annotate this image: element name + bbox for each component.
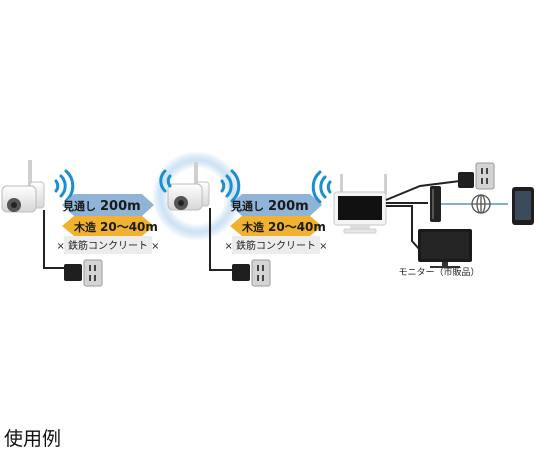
camera-2-power-adapter-icon — [232, 259, 271, 287]
wood-arrow-1: 木造 20～40m — [62, 216, 158, 236]
camera-1-wifi-icon — [54, 169, 75, 203]
camera-1-power-adapter-icon — [64, 259, 103, 287]
line-of-sight-arrow-1: 見通し 200m — [62, 194, 154, 216]
line-of-sight-label-2: 見通し — [230, 200, 264, 213]
recorder-power-adapter-icon — [458, 162, 495, 190]
camera-1-icon — [1, 160, 45, 213]
tv-monitor-icon — [418, 229, 472, 268]
line-of-sight-arrow-2: 見通し 200m — [230, 194, 322, 216]
wood-label-1: 木造 — [73, 220, 97, 234]
wood-value-2: 20～40m — [268, 220, 326, 234]
monitor-label: モニター（市販品） — [398, 266, 479, 278]
wood-arrow-2: 木造 20～40m — [230, 216, 326, 236]
concrete-note-2: × 鉄筋コンクリート × — [224, 239, 327, 252]
smartphone-icon — [512, 187, 534, 225]
line-of-sight-label-1: 見通し — [62, 200, 96, 213]
caption: 使用例 — [4, 428, 62, 450]
router-icon — [430, 186, 441, 222]
wood-label-2: 木造 — [241, 220, 265, 234]
camera-2-wifi-left-icon — [159, 169, 172, 193]
line-of-sight-value-2: 200m — [268, 199, 309, 214]
line-of-sight-value-1: 200m — [100, 199, 141, 214]
wood-value-1: 20～40m — [100, 220, 158, 234]
recorder-monitor-icon — [333, 174, 387, 234]
camera-2-relay-icon — [167, 162, 210, 211]
concrete-box-1 — [64, 236, 152, 254]
concrete-box-2 — [232, 236, 320, 254]
globe-internet-icon — [471, 194, 491, 214]
concrete-note-1: × 鉄筋コンクリート × — [56, 239, 159, 252]
recorder-wifi-icon — [311, 170, 332, 204]
camera-2-wifi-right-icon — [220, 169, 241, 203]
